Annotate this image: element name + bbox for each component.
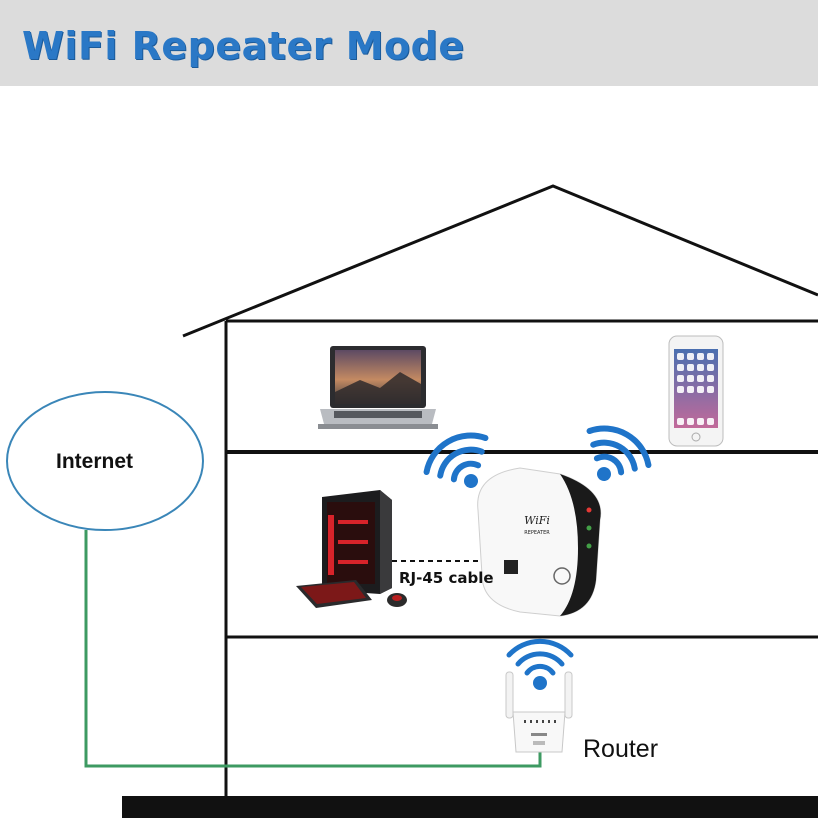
wifi-signal-icon (423, 432, 489, 488)
router-label: Router (583, 735, 659, 763)
rj45-cable-label: RJ-45 cable (399, 569, 494, 587)
title-banner: WiFi Repeater Mode (0, 0, 818, 86)
internet-connection-line (84, 530, 542, 768)
smartphone-icon (668, 335, 724, 447)
wifi-repeater-device: WiFi REPEATER (477, 467, 602, 617)
repeater-brand-text: WiFi (524, 514, 550, 527)
mouse-icon (387, 593, 407, 607)
router-device (505, 671, 573, 753)
house-ground (122, 796, 818, 818)
wifi-signal-icon (586, 425, 652, 481)
repeater-model-text: REPEATER (524, 530, 550, 536)
laptop-icon (318, 346, 438, 429)
house-roof (182, 184, 818, 338)
internet-cloud (6, 391, 204, 531)
keyboard-icon (296, 580, 372, 608)
page-title: WiFi Repeater Mode (22, 24, 465, 68)
wifi-signal-icon (506, 638, 574, 690)
internet-label: Internet (56, 450, 134, 473)
desktop-computer-icon (322, 490, 392, 594)
